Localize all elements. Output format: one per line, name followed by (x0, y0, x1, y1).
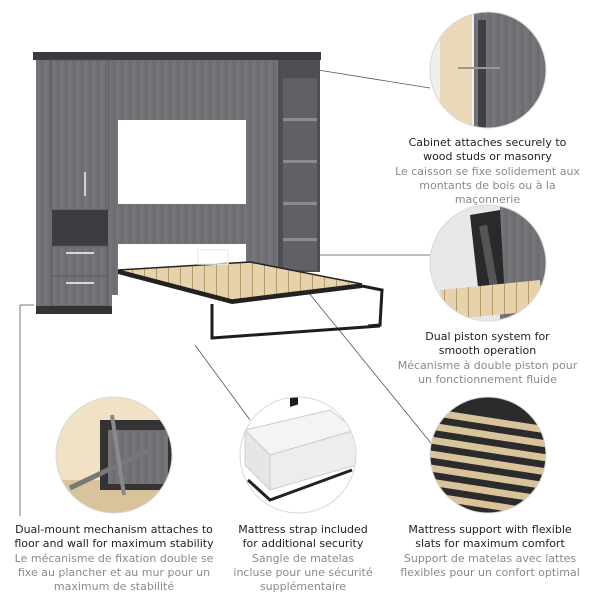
caption-en-line: slats for maximum comfort (415, 537, 565, 551)
caption-slats: Mattress support with flexible slats for… (385, 523, 595, 580)
leader-lines (19, 69, 436, 516)
caption-fr-line: incluse pour une sécurité (233, 565, 373, 579)
detail-piston (430, 205, 546, 321)
caption-fr-line: Sangle de matelas (251, 551, 355, 565)
caption-fr-line: flexibles pour un confort optimal (400, 565, 580, 579)
caption-fr-line: Le caisson se fixe solidement aux (395, 164, 580, 178)
detail-dual-mount (56, 397, 172, 513)
caption-en-line: Dual-mount mechanism attaches to (15, 523, 213, 536)
detail-mattress-strap (240, 397, 356, 513)
bed-platform (117, 249, 384, 340)
caption-en-line: Dual piston system for (425, 330, 550, 343)
caption-en-line: Mattress strap included (238, 523, 368, 536)
caption-piston: Dual piston system for smooth operation … (385, 330, 590, 387)
caption-en-line: smooth operation (438, 344, 537, 358)
caption-en-line: for additional security (242, 537, 364, 551)
caption-fr-line: fixe au plancher et au mur pour un (17, 565, 211, 579)
caption-fr-line: un fonctionnement fluide (418, 372, 557, 386)
caption-mattress-strap: Mattress strap included for additional s… (228, 523, 378, 594)
caption-en-line: floor and wall for maximum stability (14, 537, 214, 551)
caption-en-line: Cabinet attaches securely to (408, 136, 567, 149)
caption-fr-line: montants de bois ou à la maçonnerie (419, 178, 556, 207)
caption-fr-line: Le mécanisme de fixation double se (14, 551, 214, 565)
caption-fr-line: maximum de stabilité (53, 580, 175, 594)
caption-wall-anchor: Cabinet attaches securely to wood studs … (385, 136, 590, 207)
caption-en-line: Mattress support with flexible (408, 523, 572, 536)
caption-fr-line: Support de matelas avec lattes (403, 551, 577, 565)
cabinet (33, 52, 321, 314)
caption-fr-line: supplémentaire (259, 580, 347, 594)
detail-wall-anchor (430, 12, 546, 128)
caption-fr-line: Mécanisme à double piston pour (397, 358, 578, 372)
caption-en-line: wood studs or masonry (423, 150, 552, 164)
caption-dual-mount: Dual-mount mechanism attaches to floor a… (5, 523, 223, 594)
